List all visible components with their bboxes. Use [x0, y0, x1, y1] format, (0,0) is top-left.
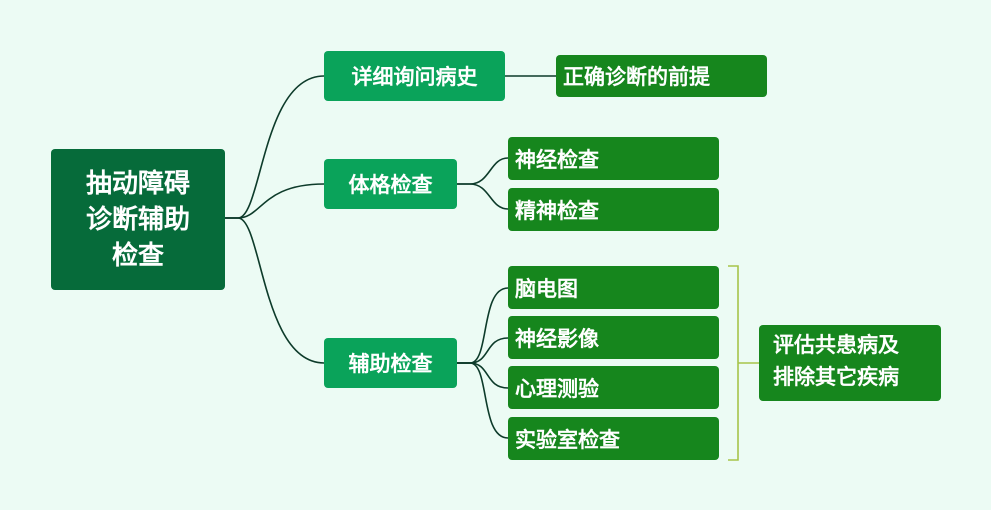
summary-note[interactable]: 评估共患病及 排除其它疾病 [759, 325, 941, 401]
root-topic[interactable]: 抽动障碍 诊断辅助 检查 [51, 149, 225, 290]
leaf-eeg[interactable]: 脑电图 [508, 266, 719, 309]
leaf-psych-test-label: 心理测验 [515, 376, 599, 401]
leaf-diagnosis-premise-label: 正确诊断的前提 [563, 65, 710, 89]
link-physical-neuro [457, 157, 509, 185]
branch-physical-exam[interactable]: 体格检查 [324, 159, 457, 209]
leaf-neuroimaging-label: 神经影像 [515, 326, 599, 351]
leaf-neuroimaging[interactable]: 神经影像 [508, 316, 719, 359]
root-topic-line-1: 抽动障碍 [85, 168, 190, 199]
leaf-neuro-exam-label: 神经检查 [515, 147, 599, 172]
branch-physical-exam-label: 体格检查 [348, 173, 433, 197]
link-aux-eeg [457, 287, 509, 364]
branch-history-label: 详细询问病史 [351, 65, 478, 89]
leaf-lab-test-label: 实验室检查 [515, 427, 620, 452]
summary-note-line-2: 排除其它疾病 [773, 365, 899, 389]
link-root-auxiliary [225, 217, 325, 364]
link-aux-lab [457, 362, 509, 439]
summary-note-line-1: 评估共患病及 [773, 333, 899, 357]
leaf-neuro-exam[interactable]: 神经检查 [508, 137, 719, 180]
leaf-mental-exam-label: 精神检查 [515, 198, 599, 223]
leaf-eeg-label: 脑电图 [515, 276, 578, 301]
summary-bracket [728, 265, 759, 461]
branch-auxiliary-exam-label: 辅助检查 [348, 352, 433, 376]
branch-auxiliary-exam[interactable]: 辅助检查 [324, 338, 457, 388]
root-topic-line-3: 检查 [111, 240, 164, 271]
link-root-history [225, 75, 325, 219]
branch-history[interactable]: 详细询问病史 [324, 51, 505, 101]
root-topic-line-2: 诊断辅助 [85, 204, 190, 235]
leaf-diagnosis-premise[interactable]: 正确诊断的前提 [556, 55, 767, 97]
leaf-mental-exam[interactable]: 精神检查 [508, 188, 719, 231]
leaf-lab-test[interactable]: 实验室检查 [508, 417, 719, 460]
leaf-psych-test[interactable]: 心理测验 [508, 366, 719, 409]
link-physical-mental [457, 183, 509, 210]
link-root-physical [225, 183, 325, 219]
